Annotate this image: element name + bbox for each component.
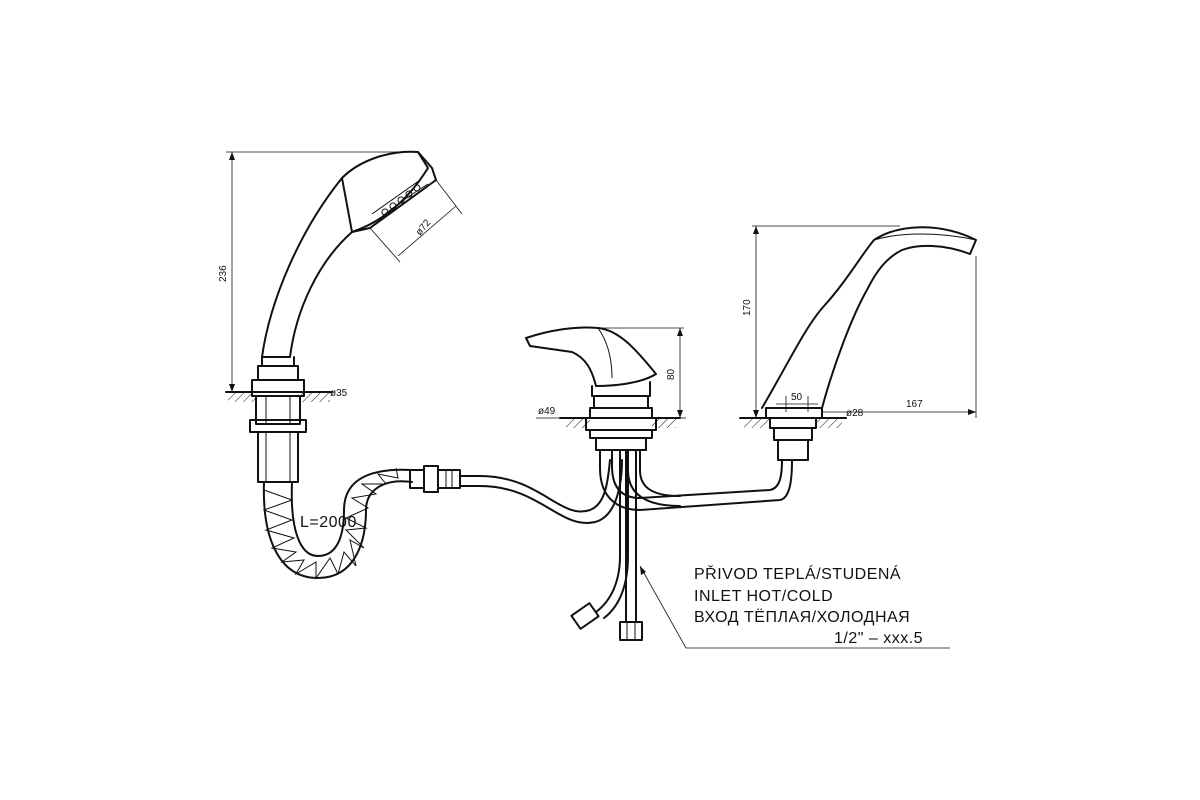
bath-spout (739, 226, 977, 461)
dim-spout-reach: 167 (906, 399, 923, 410)
mixer-body (525, 326, 793, 641)
dim-spout-base-width: 50 (791, 392, 803, 403)
inlet-note-ru: ВХОД ТЁПЛАЯ/ХОЛОДНАЯ (694, 608, 910, 626)
dim-shower-head-diameter: ø72 (414, 217, 434, 238)
dim-shower-height: 236 (218, 265, 229, 282)
dim-spout-base-diameter: ø28 (846, 408, 864, 419)
shower-hose: L=2000 (262, 459, 623, 580)
shower-dimensions: 236 ø72 ø35 (218, 151, 463, 399)
inlet-note-en: INLET HOT/COLD (694, 588, 833, 605)
dim-spout-height: 170 (742, 299, 753, 316)
mixer-dimensions: ø49 80 (536, 327, 686, 419)
inlet-note-cz: PŘIVOD TEPLÁ/STUDENÁ (694, 564, 901, 583)
inlet-thread-size: 1/2" – xxx.5 (834, 630, 923, 647)
hand-shower (225, 150, 437, 483)
inlet-note: PŘIVOD TEPLÁ/STUDENÁ INLET HOT/COLD ВХОД… (639, 564, 950, 649)
dim-mixer-height: 80 (666, 368, 677, 380)
spout-dimensions: 170 50 167 ø28 (742, 225, 977, 419)
hose-length-label: L=2000 (300, 514, 357, 531)
shower-nozzles (381, 184, 421, 216)
dim-shower-base-diameter: ø35 (330, 388, 348, 399)
dim-mixer-base-diameter: ø49 (538, 406, 556, 417)
